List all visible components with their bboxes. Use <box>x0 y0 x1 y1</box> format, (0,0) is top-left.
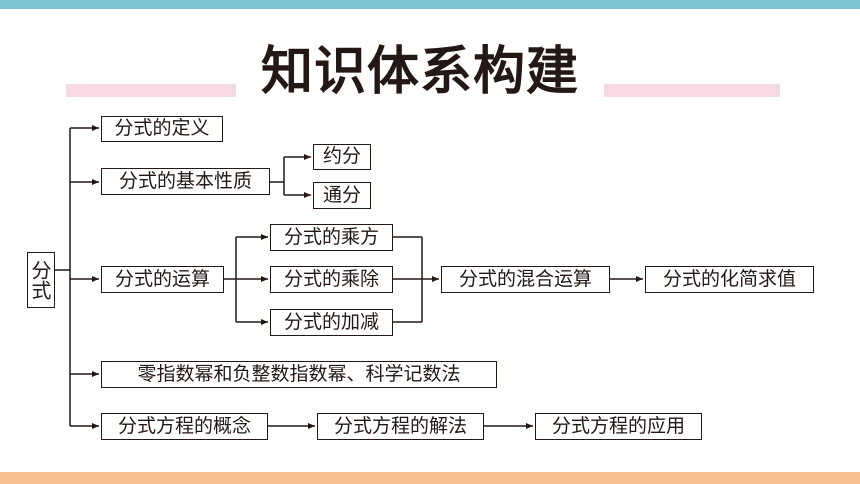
common-denominator-node: 通分 <box>313 182 371 209</box>
multiply-divide-node: 分式的乘除 <box>270 266 393 293</box>
mixed-operations-node: 分式的混合运算 <box>441 266 610 293</box>
title-band-left <box>66 84 236 97</box>
operations-node: 分式的运算 <box>101 266 224 293</box>
equation-solving-node: 分式方程的解法 <box>317 413 484 440</box>
bottom-accent-bar <box>0 472 860 484</box>
top-accent-bar <box>0 0 860 9</box>
title-band-right <box>604 84 780 97</box>
equation-application-node: 分式方程的应用 <box>535 413 702 440</box>
page-title: 知识体系构建 <box>236 40 604 104</box>
add-subtract-node: 分式的加减 <box>270 309 393 336</box>
basic-property-node: 分式的基本性质 <box>101 168 270 195</box>
equation-concept-node: 分式方程的概念 <box>101 413 268 440</box>
reduce-node: 约分 <box>313 144 371 170</box>
simplify-evaluate-node: 分式的化简求值 <box>645 266 814 293</box>
exponents-node: 零指数幂和负整数指数幂、科学记数法 <box>101 361 497 388</box>
root-node: 分式 <box>27 252 55 308</box>
power-node: 分式的乘方 <box>270 224 393 251</box>
definition-node: 分式的定义 <box>101 116 223 142</box>
